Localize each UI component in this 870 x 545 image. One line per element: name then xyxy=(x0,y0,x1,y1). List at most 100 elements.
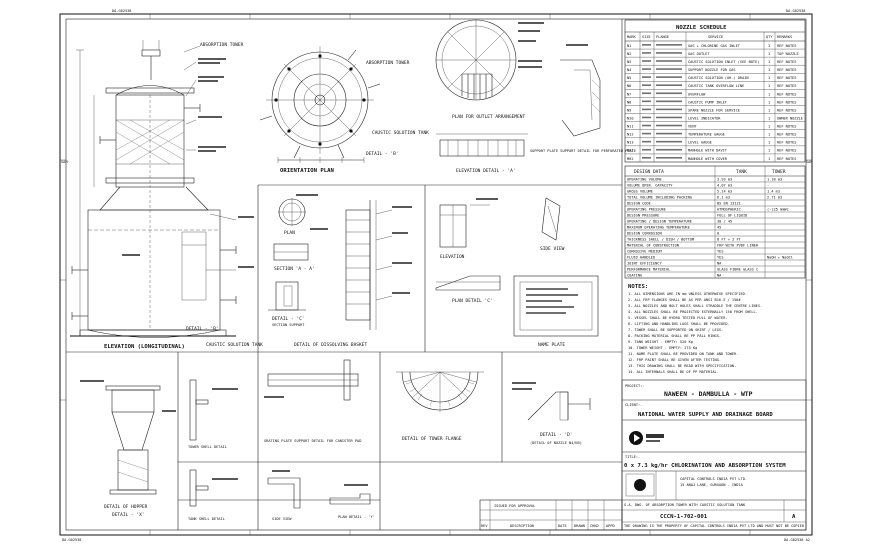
title-detail-d: DETAIL - 'D' xyxy=(540,432,573,438)
elevation-longitudinal-view: ABSORPTION TOWER CAUSTIC SOLUTION TANK D… xyxy=(70,40,263,350)
nozzle-qty: 1 xyxy=(768,157,770,161)
design-label: THICKNESS SHELL / DISH / BOTTOM xyxy=(627,237,695,241)
elevation-detail-a: ELEVATION DETAIL - 'A' xyxy=(436,133,528,174)
design-label: OPERATING / DESIGN TEMPERATURE xyxy=(627,219,692,223)
title-support-plate: SUPPORT PLATE SUPPORT DETAIL FOR PERFORA… xyxy=(530,149,636,153)
nozzle-remark: REF NOTES xyxy=(777,108,796,112)
nozzle-header-size: SIZE xyxy=(642,35,651,39)
corner-label-br: DA-G02538 A2 xyxy=(784,538,810,542)
nozzle-service: CAUSTIC SOLUTION INLET (SEE NOTE) xyxy=(688,60,759,64)
nozzle-remark: REF NOTES xyxy=(777,44,796,48)
note-item: 8. PACKING MATERIAL SHALL BE PP PALL RIN… xyxy=(628,334,721,338)
title-detail-c: DETAIL - 'C' xyxy=(272,316,305,322)
note-item: 14. ALL INTERNALS SHALL BE OF PP MATERIA… xyxy=(628,370,719,374)
client-name: NATIONAL WATER SUPPLY AND DRAINAGE BOARD xyxy=(638,412,773,418)
nozzle-mark: N13 xyxy=(627,141,634,145)
nozzle-mark: N8 xyxy=(627,100,631,104)
design-tank: BS EN 13121 xyxy=(717,201,741,205)
nozzle-service: TEMPERATURE GAUGE xyxy=(688,133,725,137)
title-section-a: SECTION 'A - A' xyxy=(274,266,315,272)
design-tank: FRP WITH PVDF LINER xyxy=(717,243,759,247)
nozzle-service: GAS OUTLET xyxy=(688,52,710,56)
revision-col-description: DESCRIPTION xyxy=(510,524,534,528)
title-plan-outlet: PLAN FOR OUTLET ARRANGEMENT xyxy=(452,114,525,120)
title-tank-shell: TANK SHELL DETAIL xyxy=(188,517,225,521)
detail-of-hopper: DETAIL OF HOPPER DETAIL - 'X' xyxy=(80,380,176,518)
title-elevation-detail-a: ELEVATION DETAIL - 'A' xyxy=(456,168,516,174)
nozzle-remark: REF NOTES xyxy=(777,76,796,80)
name-plate-lines xyxy=(526,288,578,314)
nozzle-mark: MH1 xyxy=(627,149,634,153)
nozzle-schedule-title: NOZZLE SCHEDULE xyxy=(676,25,727,31)
nozzle-row: N8 CAUSTIC PUMP INLET 1 REF NOTES xyxy=(627,100,796,104)
orientation-plan-view: ABSORPTION TOWER CAUSTIC SOLUTION TANK D… xyxy=(259,46,429,174)
design-tower: 1.4 m3 xyxy=(767,189,780,193)
client-label: CLIENT:- xyxy=(625,403,642,407)
nozzle-service: CAUSTIC SOLUTION (OH-) DRAIN xyxy=(688,76,749,80)
nozzle-qty: 1 xyxy=(768,92,770,96)
label-caustic-tank: CAUSTIC SOLUTION TANK xyxy=(206,342,263,348)
nozzle-mark: N12 xyxy=(627,133,634,137)
side-view-detail-y: SIDE VIEW PLAN DETAIL - 'Y' xyxy=(267,470,375,521)
nozzle-remark: REF NOTES xyxy=(777,157,796,161)
nozzle-service: CAUSTIC PUMP INLET xyxy=(688,100,728,104)
zone-label-right: SAM xyxy=(806,160,813,164)
revision-table: ISSUED FOR APPROVAL REV DESCRIPTION DATE… xyxy=(479,499,623,531)
design-label: MAXIMUM OPERATING TEMPERATURE xyxy=(627,225,690,229)
label-absorption-tower: ABSORPTION TOWER xyxy=(200,42,244,48)
nozzle-qty: 1 xyxy=(768,149,770,153)
nozzle-qty: 1 xyxy=(768,108,770,112)
nozzle-remark: REF NOTES xyxy=(777,100,796,104)
annotation-marks-basket xyxy=(296,194,412,294)
design-tank: 45 xyxy=(717,225,721,229)
nozzle-header-flange: FLANGE xyxy=(656,35,669,39)
nozzle-remark: REF NOTES xyxy=(777,68,796,72)
nozzle-mark: N11 xyxy=(627,125,634,129)
project-label: PROJECT:- xyxy=(625,384,644,388)
nozzle-service: LEVEL GAUGE xyxy=(688,141,712,145)
zone-label-left: SAM xyxy=(61,160,68,164)
title-section-support: SECTION SUPPORT xyxy=(272,323,305,327)
design-row: DESIGN CORROSION 0 xyxy=(627,231,719,235)
nozzle-header-mark: MARK xyxy=(627,35,636,39)
design-tank: YES xyxy=(717,255,724,259)
revision-description: ISSUED FOR APPROVAL xyxy=(494,504,535,508)
title-tower-shell: TOWER SHELL DETAIL xyxy=(188,445,227,449)
nozzle-remark: REF NOTES xyxy=(777,92,796,96)
design-label: OPERATING VOLUME xyxy=(627,177,662,181)
revision-col-chkd: CHKD xyxy=(590,524,599,528)
nozzle-service: MANHOLE WITH COVER xyxy=(688,157,728,161)
nozzle-qty: 1 xyxy=(768,52,770,56)
revision-col-rev: REV xyxy=(481,524,488,528)
note-item: 10. TOWER WEIGHT - EMPTY: 275 Kg xyxy=(628,346,697,350)
title-side-view-2: SIDE VIEW xyxy=(272,517,292,521)
nozzle-service: MANHOLE WITH DAVIT xyxy=(688,149,728,153)
design-tank: 0 xyxy=(717,231,719,235)
contractor-name: CAPITAL CONTROLS INDIA PVT LTD. xyxy=(680,477,747,481)
label-absorption-tower-2: ABSORPTION TOWER xyxy=(366,60,410,66)
nozzle-mark: N9 xyxy=(627,108,631,112)
nozzle-qty: 1 xyxy=(768,44,770,48)
dissolving-basket-panel: PLAN SECTION 'A - A' DETAIL - 'C' SECTIO… xyxy=(268,194,412,348)
nozzle-qty: 1 xyxy=(768,100,770,104)
design-tank: NA xyxy=(717,273,722,277)
detail-of-tower-flange: DETAIL OF TOWER FLANGE xyxy=(396,371,484,442)
design-label: GROSS VOLUME xyxy=(627,189,653,193)
design-tank: ATMOSPHERIC xyxy=(717,207,741,211)
design-label: DESIGN CORROSION xyxy=(627,231,662,235)
title-plan-detail-c: PLAN DETAIL 'C' xyxy=(452,298,493,304)
nozzle-mark: N4 xyxy=(627,68,631,72)
title-detail-nozzle: (DETAIL OF NOZZLE N4/N5) xyxy=(530,441,582,445)
